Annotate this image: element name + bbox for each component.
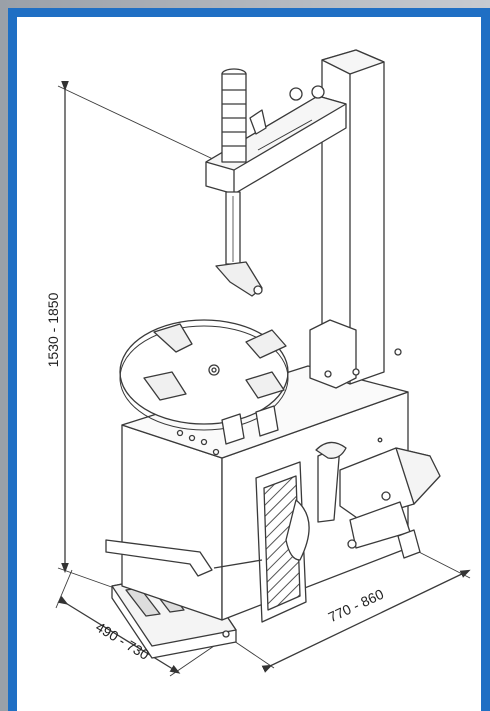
height-dimension: [57, 80, 216, 591]
depth-dimension: [233, 549, 471, 673]
machine-cabinet: [105, 365, 409, 623]
depth-label: 770 - 860: [326, 586, 387, 626]
height-label: 1530 - 1850: [45, 292, 61, 367]
tool-shaft: [215, 68, 263, 297]
turntable: [119, 319, 289, 445]
width-dimension: [55, 569, 215, 677]
bead-breaker: [285, 441, 441, 561]
